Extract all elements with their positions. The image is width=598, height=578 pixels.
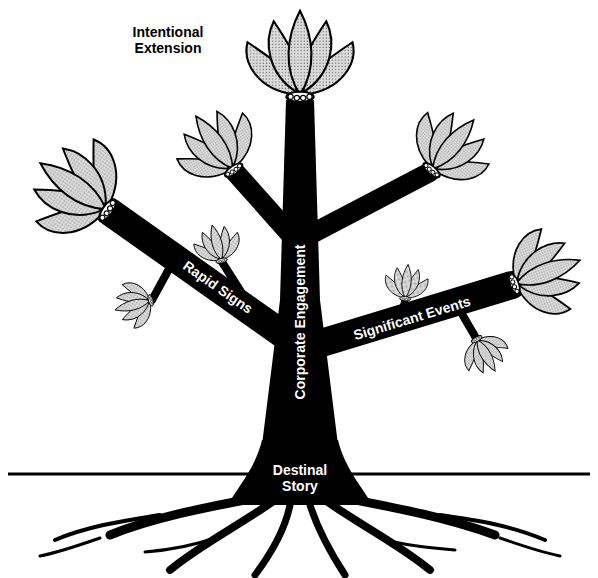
root-label: Destinal Story (263, 462, 337, 494)
flower-label: Intentional Extension (112, 24, 224, 56)
trunk-label: Corporate Engagement (292, 245, 308, 400)
branch-label: Rapid Signs (180, 257, 255, 317)
